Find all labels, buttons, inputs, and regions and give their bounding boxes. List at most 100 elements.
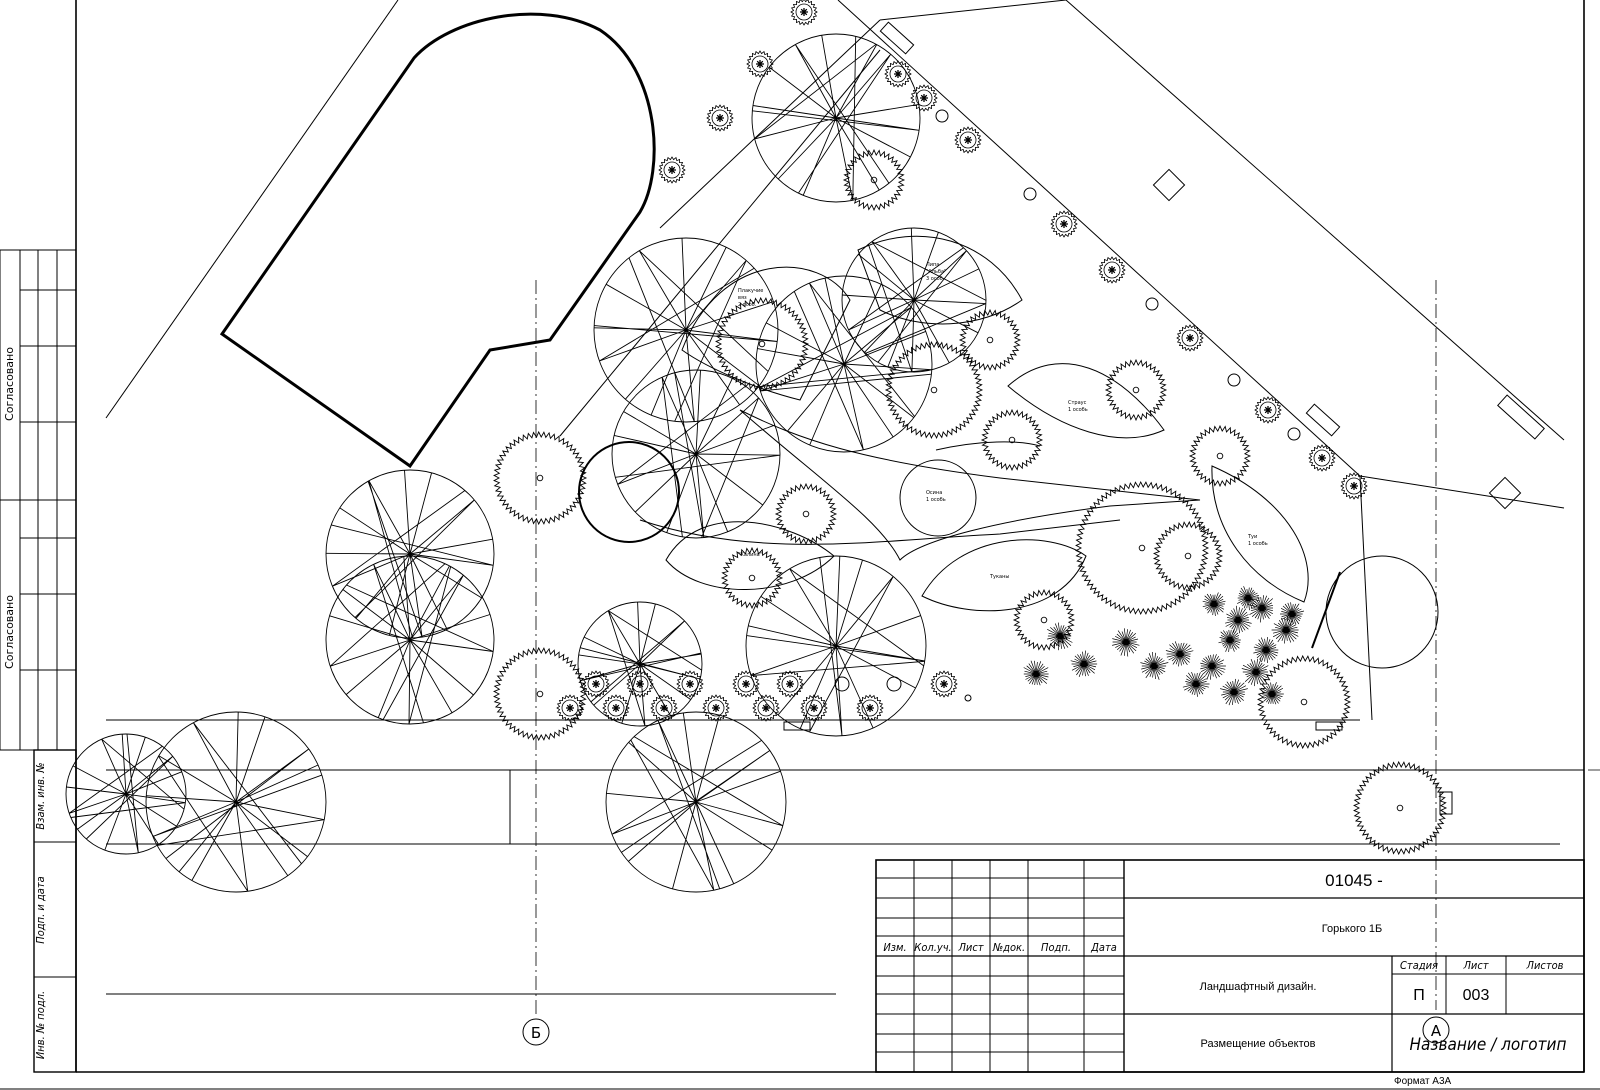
- bush: [1218, 629, 1241, 652]
- shrub: [800, 694, 828, 722]
- doc-code: 01045 -: [1325, 871, 1383, 890]
- project-name: Ландшафтный дизайн.: [1200, 981, 1317, 993]
- plain-circles: [578, 109, 1439, 702]
- plant-label: Плакучие: [738, 288, 763, 294]
- tree-canopy: [325, 555, 495, 725]
- bush: [1182, 671, 1210, 697]
- bush: [1112, 628, 1140, 657]
- conifer: [1104, 358, 1168, 422]
- conifer: [1075, 480, 1210, 616]
- conifer: [493, 646, 588, 742]
- shrub: [556, 694, 584, 722]
- plan-labels: Плакучие вяз 2 особ. Липа "Альба" 3 особ…: [738, 262, 1268, 580]
- tree-canopy: [593, 237, 779, 423]
- small-marker: [886, 676, 902, 692]
- address: Горького 1Б: [1322, 923, 1383, 935]
- tree-circle: [899, 459, 977, 537]
- col-header-list: Лист: [957, 941, 983, 954]
- shrub: [776, 670, 804, 698]
- shrub: [732, 670, 760, 698]
- small-marker: [1023, 187, 1037, 201]
- stage-label: Стадия: [1400, 959, 1438, 972]
- path-curve: [639, 519, 1121, 545]
- shrub: [752, 694, 780, 722]
- conifer: [980, 408, 1044, 472]
- sheet-title: Размещение объектов: [1201, 1038, 1316, 1050]
- inv-orig-label: Инв. № подл.: [34, 991, 47, 1059]
- side-stamp: [0, 249, 77, 1073]
- shrub: [856, 694, 884, 722]
- large-tree-circle: [578, 441, 680, 543]
- tree-canopy: [65, 733, 187, 855]
- shrub: [582, 670, 610, 698]
- conifer: [774, 482, 838, 546]
- plant-label: "Калина": [738, 552, 762, 558]
- flower-bed: [681, 266, 851, 401]
- shrub: [650, 694, 678, 722]
- conifer: [958, 308, 1022, 372]
- shrub-symbols: [556, 0, 1368, 722]
- shrub: [1098, 256, 1126, 284]
- conifer: [1152, 520, 1224, 592]
- bush: [1237, 586, 1260, 611]
- plant-label: "Альба": [926, 269, 946, 275]
- tree-canopy: [611, 369, 781, 539]
- col-header-podp: Подп.: [1041, 941, 1071, 954]
- conifer: [1188, 424, 1252, 488]
- small-marker: [834, 676, 850, 692]
- stage-value: П: [1413, 987, 1425, 1004]
- shrub: [1176, 324, 1204, 352]
- conifer: [720, 546, 784, 610]
- axis-lines: [535, 280, 1600, 1015]
- building-outline: [219, 12, 656, 469]
- shrub: [602, 694, 630, 722]
- format-label: Формат А3А: [1394, 1076, 1452, 1087]
- plant-label: 1 особь: [1068, 407, 1088, 413]
- axis-a-marker: [1422, 1016, 1450, 1044]
- bush: [1047, 622, 1073, 651]
- sheet-label: Лист: [1462, 959, 1488, 972]
- shrub: [1308, 444, 1336, 472]
- shrub: [1340, 472, 1368, 500]
- col-header-koluch: Кол.уч.: [914, 941, 951, 954]
- conifer: [493, 430, 588, 526]
- bench: [879, 21, 915, 55]
- replace-inv-label: Взам. инв. №: [34, 762, 47, 829]
- tree-canopy: [605, 711, 787, 893]
- agreed-label-2: Согласовано: [3, 595, 16, 669]
- flower-bed: [1007, 363, 1165, 439]
- site-features: [783, 21, 1545, 815]
- sheets-label: Листов: [1526, 959, 1564, 972]
- conifer: [842, 148, 906, 212]
- bush: [1225, 605, 1252, 634]
- col-header-izm: Изм.: [883, 941, 906, 954]
- bush: [1220, 678, 1248, 706]
- tree-canopy: [325, 469, 495, 639]
- tree-canopy: [841, 227, 987, 373]
- tree-canopies: [65, 33, 987, 893]
- plant-label: 2 особ.: [738, 302, 757, 308]
- lamp-square: [1152, 168, 1186, 202]
- bench: [783, 721, 811, 731]
- shrub: [954, 126, 982, 154]
- conifer: [1257, 654, 1352, 750]
- bench: [1315, 721, 1343, 731]
- conifer: [715, 296, 810, 392]
- tree-circle: [1325, 555, 1439, 669]
- axis-b-label: Б: [531, 1024, 541, 1042]
- bush: [1023, 660, 1049, 686]
- shrub: [1050, 210, 1078, 238]
- plant-label: Страус: [1068, 400, 1087, 406]
- plant-label: 1 особь: [926, 497, 946, 503]
- conifer: [1353, 760, 1448, 856]
- bench-line: [1311, 571, 1341, 649]
- bush: [1247, 595, 1274, 623]
- title-block: [875, 859, 1585, 1073]
- bush: [1253, 637, 1279, 664]
- bush: [1260, 682, 1284, 705]
- shrub: [790, 0, 818, 26]
- bush: [1165, 641, 1194, 667]
- plant-label: Туи: [1247, 534, 1257, 540]
- small-marker: [964, 694, 972, 702]
- tree-canopy: [577, 601, 703, 727]
